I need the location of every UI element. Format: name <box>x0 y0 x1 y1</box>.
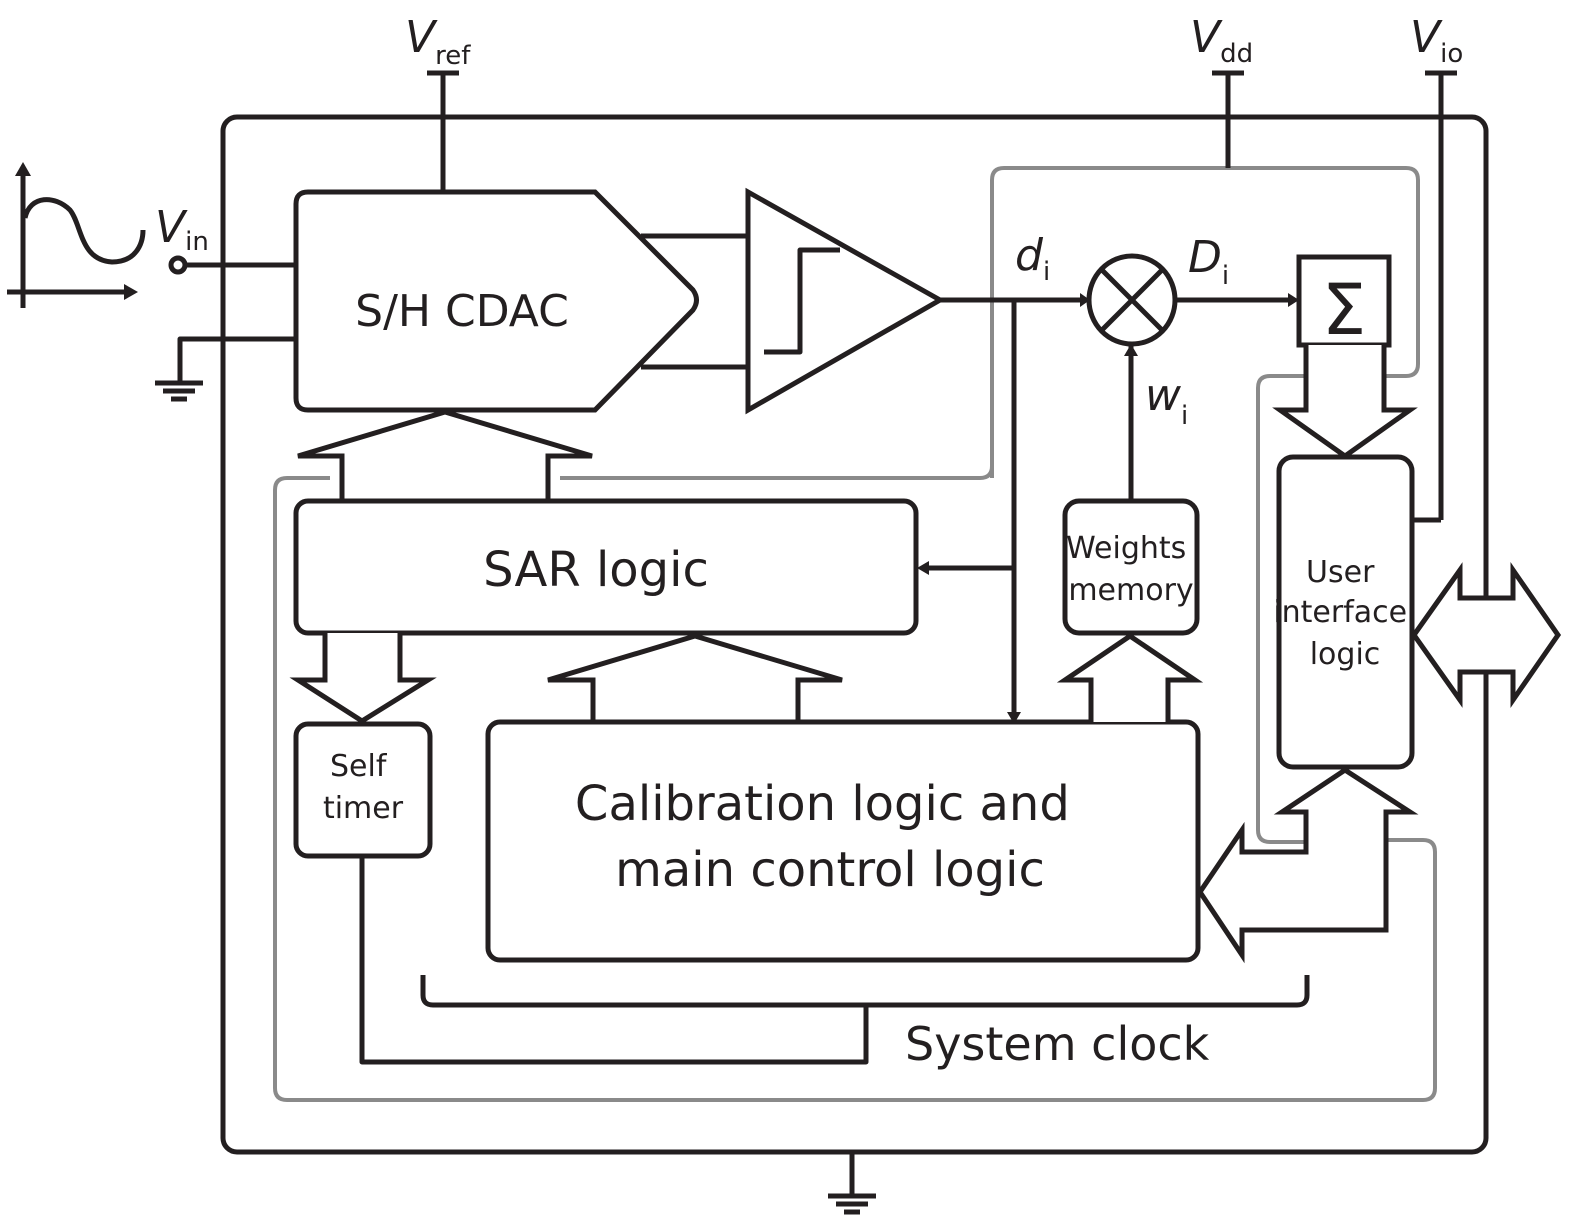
chip-ground-icon <box>828 1152 876 1215</box>
Di-label: Di <box>1188 232 1229 291</box>
comparator <box>745 187 946 415</box>
vdd-label: Vdd <box>1190 12 1253 69</box>
vio-pin <box>1413 70 1457 523</box>
self-timer-label: Self timer <box>323 749 404 826</box>
calibration-block <box>485 719 1201 963</box>
weights-memory-block <box>1062 498 1200 636</box>
vref-label: Vref <box>405 12 471 71</box>
sine-wave-icon <box>7 162 146 308</box>
gray-net-ui <box>1256 374 1306 844</box>
step-icon <box>764 247 840 355</box>
vdd-pin <box>1212 70 1244 168</box>
summer-symbol: Σ <box>1322 269 1366 351</box>
summer-to-ui-arrow <box>1272 345 1418 460</box>
vref-pin <box>427 70 459 190</box>
calibration-label: Calibration logic and main control logic <box>575 776 1085 898</box>
system-clock-line <box>359 856 869 1065</box>
system-clock-bracket <box>420 975 1310 1008</box>
user-interface-block <box>1276 454 1415 770</box>
cal-to-weights-arrow <box>1056 632 1204 722</box>
vdd-gray-net-left <box>273 465 1437 1102</box>
vio-label: Vio <box>1410 12 1463 69</box>
self-timer-block <box>293 721 433 859</box>
summer-block <box>1296 254 1392 348</box>
vin-label: Vin <box>155 202 209 257</box>
ui-cal-bus-arrow <box>1196 767 1419 964</box>
vin-terminal <box>168 255 188 275</box>
cal-to-sar-arrow <box>547 633 843 722</box>
external-io-arrow <box>1410 561 1562 709</box>
sh-cdac-label: S/H CDAC <box>355 286 569 337</box>
sar-to-cdac-arrow <box>297 409 593 500</box>
sar-logic-label: SAR logic <box>483 542 709 598</box>
user-interface-label: User interface logic <box>1273 555 1416 672</box>
wi-label: wi <box>1145 370 1188 431</box>
di-label: di <box>1015 230 1050 287</box>
sh-cdac-block <box>293 189 699 413</box>
vdd-gray-net <box>990 166 1420 478</box>
sar-logic-block <box>293 498 919 636</box>
cdac-ground-icon <box>155 336 296 402</box>
weights-memory-label: Weights memory <box>1066 531 1196 608</box>
system-clock-label: System clock <box>905 1017 1210 1071</box>
multiplier-icon <box>1086 253 1178 347</box>
sar-to-timer-arrow <box>289 633 437 724</box>
